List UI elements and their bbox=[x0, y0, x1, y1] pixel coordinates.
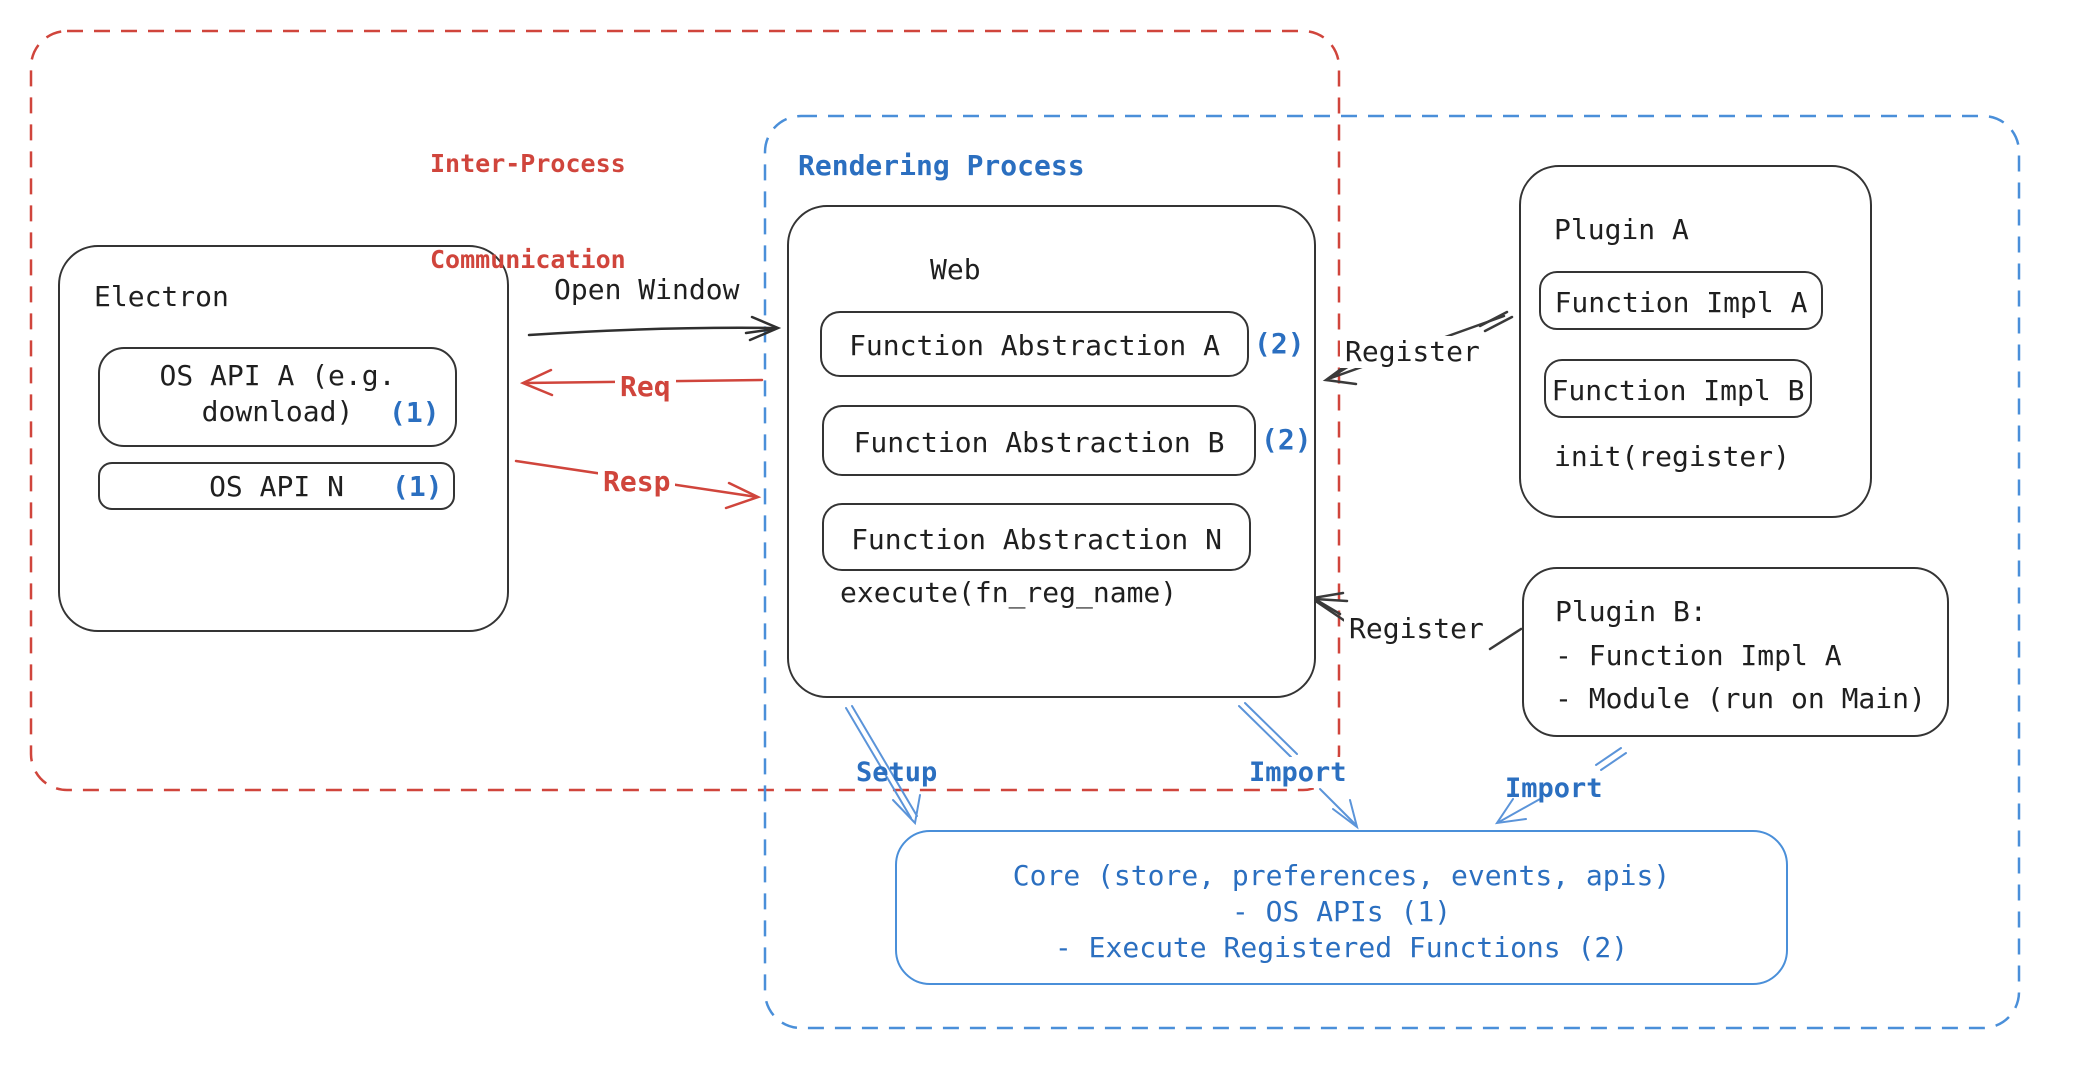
os-api-n-label: OS API N bbox=[209, 470, 344, 503]
req-label: Req bbox=[615, 370, 676, 404]
ipc-label-line1: Inter-Process bbox=[430, 149, 626, 178]
plugin-b-title: Plugin B: bbox=[1555, 595, 1707, 628]
core-line-3: - Execute Registered Functions (2) bbox=[1054, 931, 1629, 964]
plugin-a-title: Plugin A bbox=[1554, 213, 1689, 246]
function-abstraction-a-marker: (2) bbox=[1254, 327, 1305, 360]
function-abstraction-n-box bbox=[822, 503, 1251, 571]
function-abstraction-a-box bbox=[820, 311, 1249, 377]
setup-label: Setup bbox=[856, 757, 938, 788]
ipc-label-line2: Communication bbox=[430, 245, 626, 274]
os-api-a-box bbox=[98, 347, 457, 447]
ipc-region-label: Inter-Process Communication bbox=[430, 84, 626, 340]
plugin-a-box bbox=[1519, 165, 1872, 518]
open-window-arrow bbox=[527, 315, 782, 342]
import-right-arrow bbox=[1494, 747, 1627, 825]
resp-label: Resp bbox=[598, 465, 676, 499]
function-abstraction-b-marker: (2) bbox=[1261, 423, 1312, 456]
rendering-dashed-box bbox=[763, 114, 2021, 1030]
function-abstraction-b-label: Function Abstraction B bbox=[853, 426, 1225, 459]
rendering-region-label: Rendering Process bbox=[798, 149, 1085, 182]
function-impl-b-box bbox=[1544, 359, 1812, 418]
function-impl-b-label: Function Impl B bbox=[1551, 374, 1805, 407]
os-api-a-line1: OS API A (e.g. bbox=[159, 359, 396, 392]
web-title: Web bbox=[930, 253, 981, 286]
os-api-a-marker: (1) bbox=[389, 396, 440, 429]
function-impl-a-label: Function Impl A bbox=[1554, 286, 1808, 319]
import-mid-arrow bbox=[1238, 702, 1359, 830]
os-api-a-line2: download) bbox=[201, 395, 354, 428]
function-abstraction-a-label: Function Abstraction A bbox=[849, 329, 1220, 362]
plugin-b-line-1: - Function Impl A bbox=[1555, 639, 1842, 672]
ipc-dashed-box bbox=[29, 29, 1341, 792]
function-abstraction-n-label: Function Abstraction N bbox=[851, 523, 1222, 556]
register-bottom-label: Register bbox=[1344, 612, 1489, 646]
plugin-b-box bbox=[1522, 567, 1949, 737]
register-top-label: Register bbox=[1340, 335, 1485, 369]
open-window-label: Open Window bbox=[554, 273, 740, 306]
function-abstraction-b-box bbox=[822, 405, 1256, 476]
setup-arrow bbox=[845, 705, 921, 826]
electron-title: Electron bbox=[94, 280, 229, 313]
function-impl-a-box bbox=[1539, 271, 1823, 330]
import-mid-label: Import bbox=[1244, 757, 1352, 789]
import-right-label: Import bbox=[1505, 773, 1603, 804]
execute-label: execute(fn_reg_name) bbox=[840, 576, 1178, 609]
init-register-label: init(register) bbox=[1554, 440, 1791, 473]
os-api-n-marker: (1) bbox=[392, 470, 443, 503]
core-box bbox=[895, 830, 1788, 985]
core-line-1: Core (store, preferences, events, apis) bbox=[1012, 859, 1671, 892]
os-api-n-box bbox=[98, 462, 455, 510]
plugin-b-line-2: - Module (run on Main) bbox=[1555, 682, 1926, 715]
core-line-2: - OS APIs (1) bbox=[1231, 895, 1452, 928]
